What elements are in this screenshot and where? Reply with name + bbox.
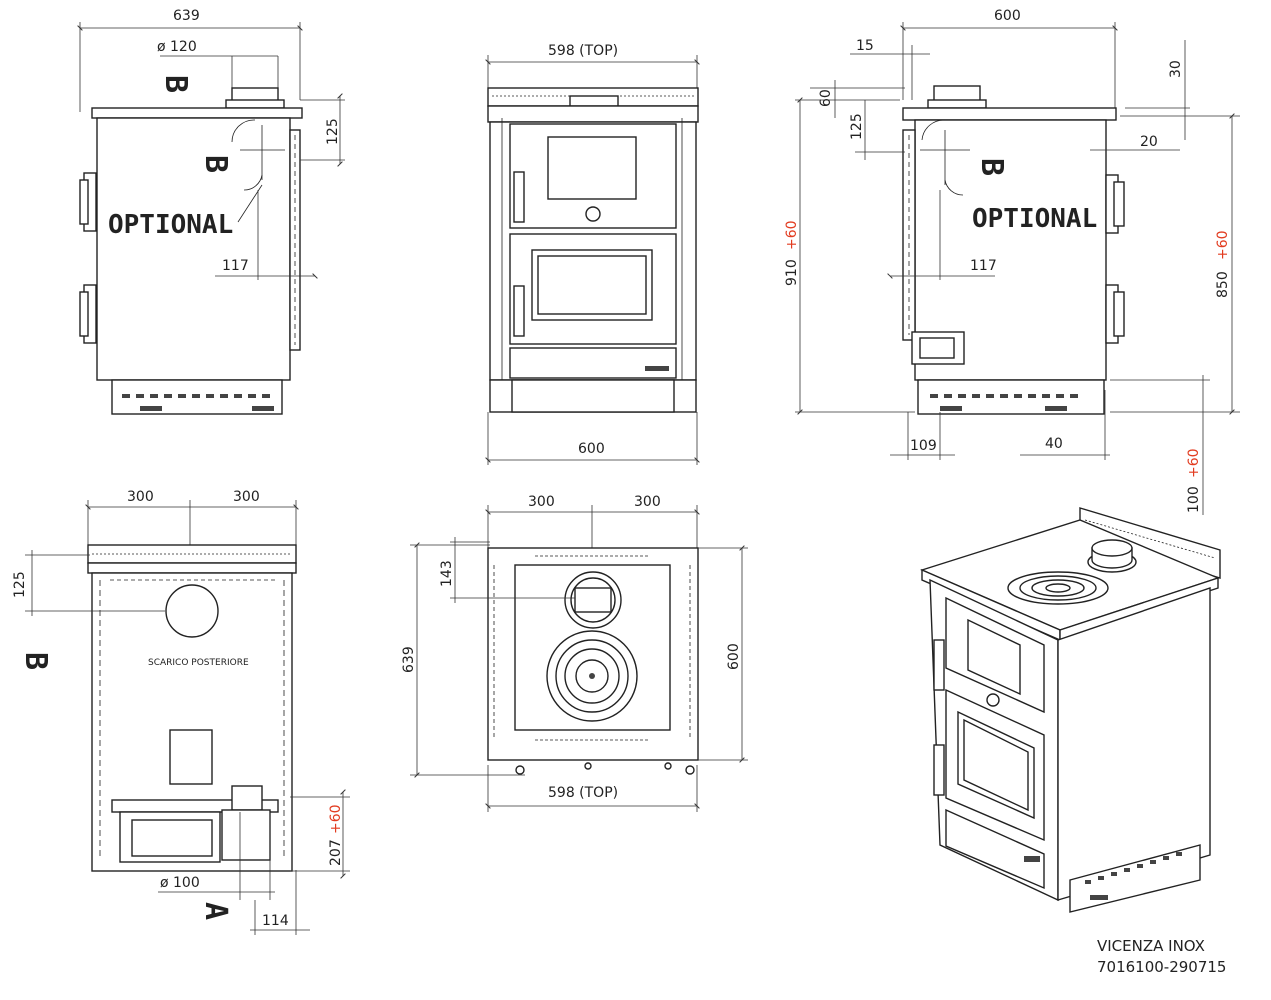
top-view: 300 300 143 639: [401, 494, 748, 812]
dim-top-300-right: 300: [634, 494, 661, 510]
dim-125-right: 125: [849, 113, 865, 140]
dim-rear-flue-100: ø 100: [160, 875, 200, 891]
dim-top-300-left: 300: [528, 494, 555, 510]
dim-910-add: +60: [784, 220, 800, 250]
dim-117: 117: [222, 258, 249, 274]
dim-rear-300-right: 300: [233, 489, 260, 505]
dim-114: 114: [262, 913, 289, 929]
side-view-left: 639 ø 120 B: [77, 8, 345, 415]
label-b-optional: B: [198, 155, 233, 173]
dim-rear-300-left: 300: [127, 489, 154, 505]
dim-flue-120: ø 120: [157, 39, 197, 55]
dim-598-top-bottom: 598 (TOP): [548, 785, 618, 801]
label-a: A: [198, 902, 233, 920]
front-view: 598 (TOP) 600: [485, 43, 700, 465]
vent-slots-iso: [1085, 852, 1182, 900]
side-view-right: 600 15 30 60 125 20 B: [784, 8, 1240, 515]
dim-600-right: 600: [994, 8, 1021, 24]
label-optional: OPTIONAL: [108, 210, 233, 240]
caption-model: VICENZA INOX: [1097, 937, 1205, 955]
label-b-rear: B: [18, 652, 53, 670]
dim-100: 100: [1186, 486, 1202, 513]
vent-slots: [122, 394, 274, 411]
dim-60: 60: [818, 89, 834, 107]
dim-850: 850: [1215, 271, 1231, 298]
caption-code: 7016100-290715: [1097, 958, 1226, 976]
isometric-view: [920, 507, 1221, 913]
dim-109: 109: [910, 438, 937, 454]
dim-910: 910: [784, 259, 800, 286]
dim-125: 125: [325, 118, 341, 145]
dim-40: 40: [1045, 436, 1063, 452]
dim-600-top: 600: [726, 643, 742, 670]
label-b-right: B: [974, 158, 1009, 176]
dim-15: 15: [856, 38, 874, 54]
vent-slots-right: [930, 394, 1078, 411]
dim-600: 600: [578, 441, 605, 457]
dim-20: 20: [1140, 134, 1158, 150]
dim-100-add: +60: [1186, 448, 1202, 478]
dim-207-add: +60: [328, 804, 344, 834]
dim-30: 30: [1168, 60, 1184, 78]
dim-850-add: +60: [1215, 230, 1231, 260]
dim-143: 143: [439, 560, 455, 587]
rear-view: 300 300 125 B SCARICO POSTERIORE 207 +60: [12, 489, 350, 935]
dim-598-top: 598 (TOP): [548, 43, 618, 59]
label-optional-right: OPTIONAL: [972, 204, 1097, 234]
dim-639: 639: [173, 8, 200, 24]
label-rear-exhaust: SCARICO POSTERIORE: [148, 658, 249, 668]
dim-rear-125: 125: [12, 571, 28, 598]
label-b: B: [158, 75, 193, 93]
dim-117-right: 117: [970, 258, 997, 274]
dim-639-top: 639: [401, 646, 417, 673]
dim-207: 207: [328, 839, 344, 866]
